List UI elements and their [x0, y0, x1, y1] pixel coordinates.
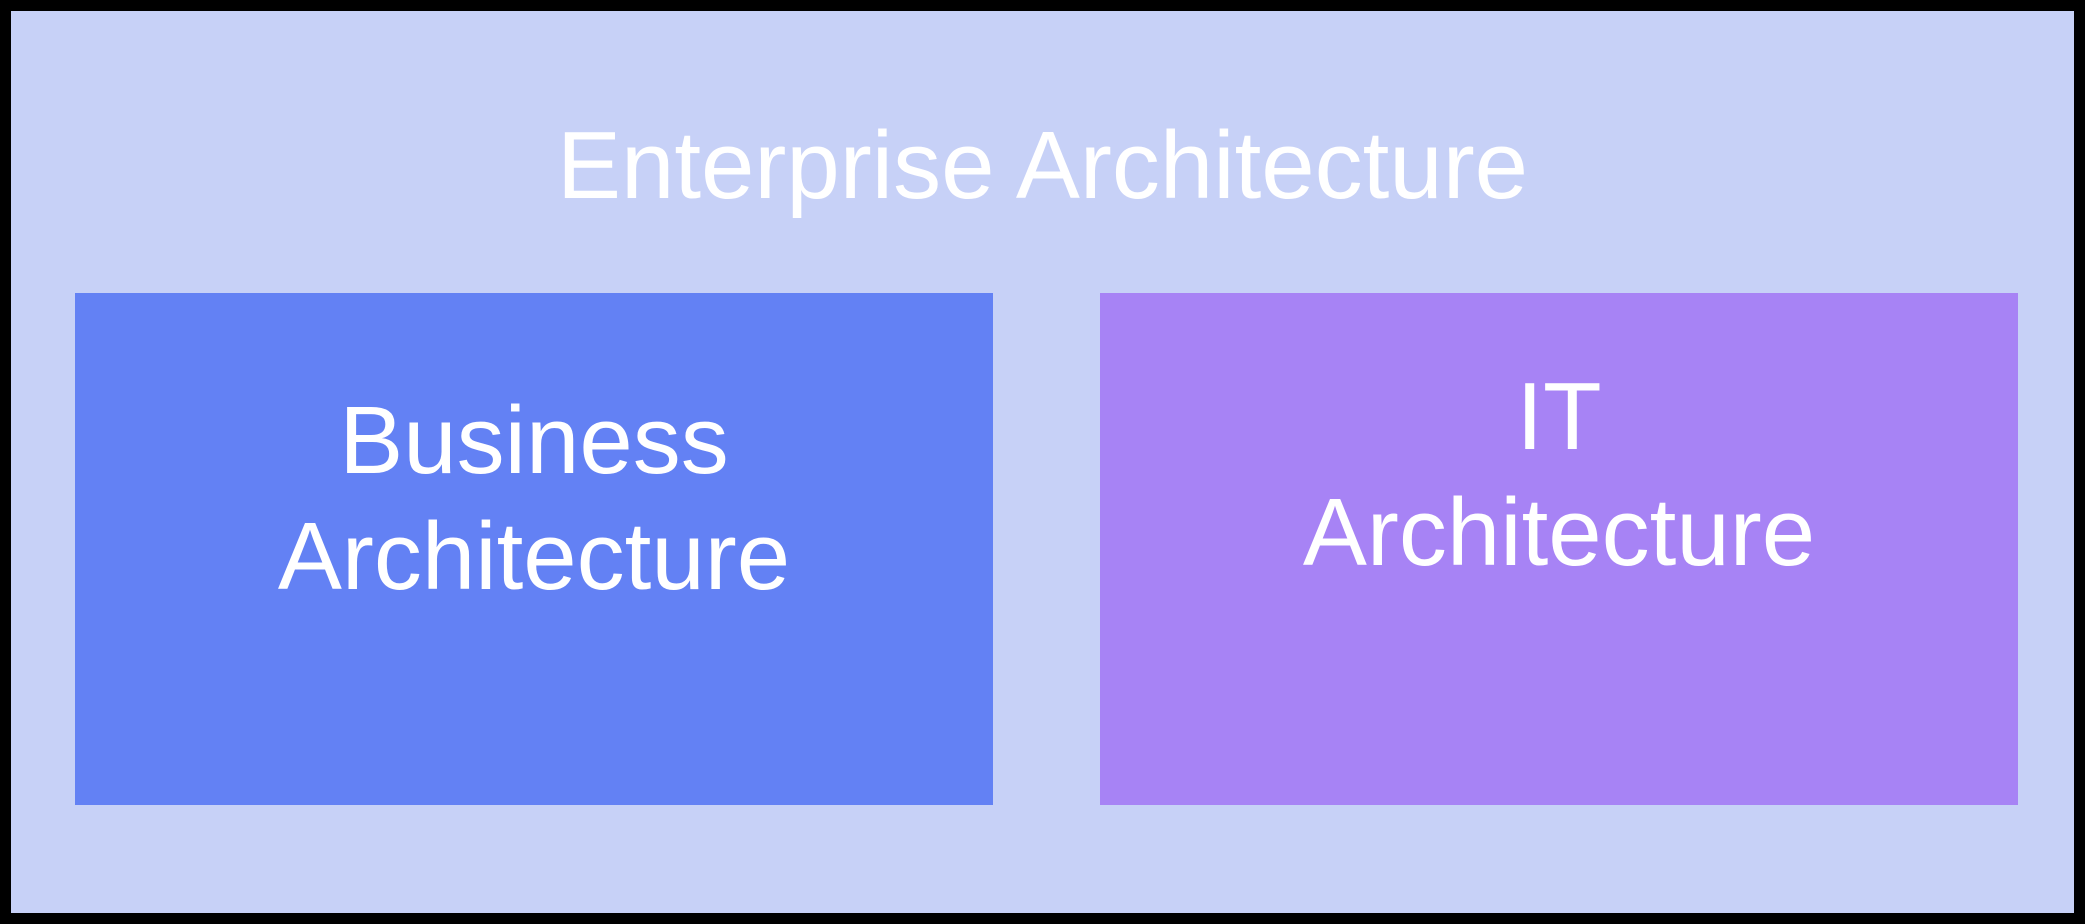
- business-label-line-2: Architecture: [277, 503, 791, 610]
- it-label-line-2: Architecture: [1302, 479, 1816, 586]
- business-architecture-box: Business Architecture: [75, 293, 993, 805]
- business-label-line-1: Business: [339, 387, 729, 494]
- diagram-title: Enterprise Architecture: [556, 112, 1529, 219]
- enterprise-architecture-container: Enterprise Architecture Business Archite…: [11, 11, 2074, 913]
- it-label-line-1: IT: [1516, 363, 1602, 470]
- business-architecture-label: Business Architecture: [75, 383, 993, 615]
- it-architecture-label: IT Architecture: [1100, 359, 2018, 591]
- it-architecture-box: IT Architecture: [1100, 293, 2018, 805]
